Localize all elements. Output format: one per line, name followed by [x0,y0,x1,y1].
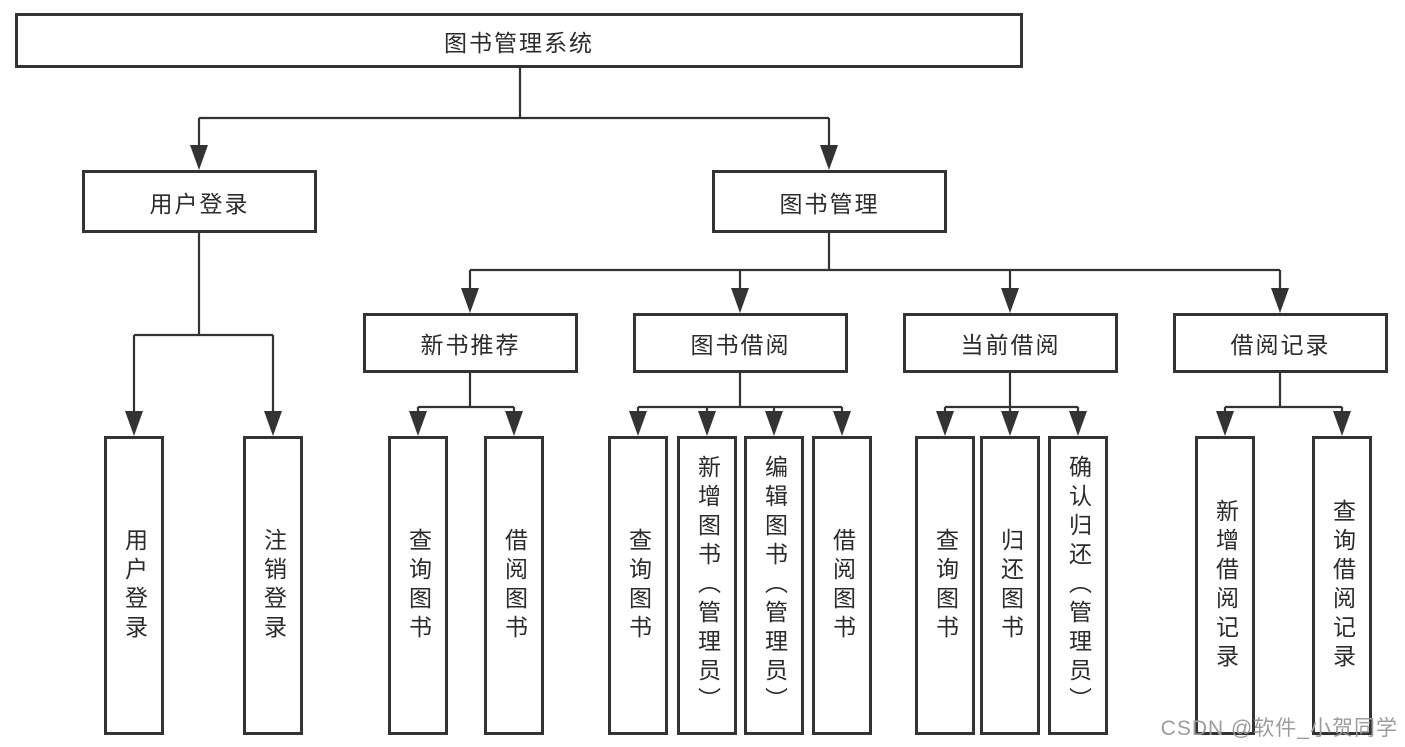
node-label: 查询借阅记录 [1329,498,1356,673]
node-label: 编辑图书（管理员） [761,455,788,716]
node-label: 图书管理 [779,190,880,217]
node-label: 新书推荐 [420,332,521,358]
node-label: 当前借阅 [960,332,1061,358]
node-leaf-logout: 注销登录 [243,436,303,735]
node-book-management-branch: 图书管理 [712,170,947,233]
node-leaf-edit-books-admin: 编辑图书（管理员） [744,436,804,735]
node-label: 查询图书 [405,527,432,644]
node-label: 查询图书 [625,527,652,644]
node-leaf-query-books: 查询图书 [915,436,975,735]
node-label: 新增图书（管理员） [694,455,721,716]
node-borrow-records: 借阅记录 [1173,313,1388,373]
node-label: 归还图书 [997,527,1024,644]
node-leaf-query-borrow-record: 查询借阅记录 [1312,436,1372,735]
node-label: 借阅记录 [1230,332,1331,358]
node-label: 用户登录 [149,190,250,217]
node-leaf-confirm-return-admin: 确认归还（管理员） [1048,436,1108,735]
node-leaf-return-books: 归还图书 [980,436,1040,735]
node-label: 借阅图书 [829,527,856,644]
node-label: 图书借阅 [690,332,791,358]
node-library-management-system: 图书管理系统 [15,13,1023,68]
node-leaf-add-books-admin: 新增图书（管理员） [677,436,737,735]
node-leaf-query-books: 查询图书 [608,436,668,735]
node-label: 用户登录 [121,527,148,644]
node-user-login-branch: 用户登录 [82,170,317,233]
node-leaf-user-login: 用户登录 [104,436,164,735]
node-current-borrow: 当前借阅 [903,313,1118,373]
node-label: 借阅图书 [501,527,528,644]
node-label: 确认归还（管理员） [1065,455,1092,716]
node-book-borrow: 图书借阅 [633,313,848,373]
node-leaf-query-books: 查询图书 [388,436,448,735]
node-label: 新增借阅记录 [1212,498,1239,673]
node-label: 注销登录 [260,527,287,644]
node-label: 图书管理系统 [444,29,594,56]
node-leaf-borrow-books: 借阅图书 [812,436,872,735]
csdn-watermark: CSDN @软件_小贺同学 [1160,717,1398,740]
node-label: 查询图书 [932,527,959,644]
node-leaf-add-borrow-record: 新增借阅记录 [1195,436,1255,735]
node-new-book-recommend: 新书推荐 [363,313,578,373]
node-leaf-borrow-books: 借阅图书 [484,436,544,735]
